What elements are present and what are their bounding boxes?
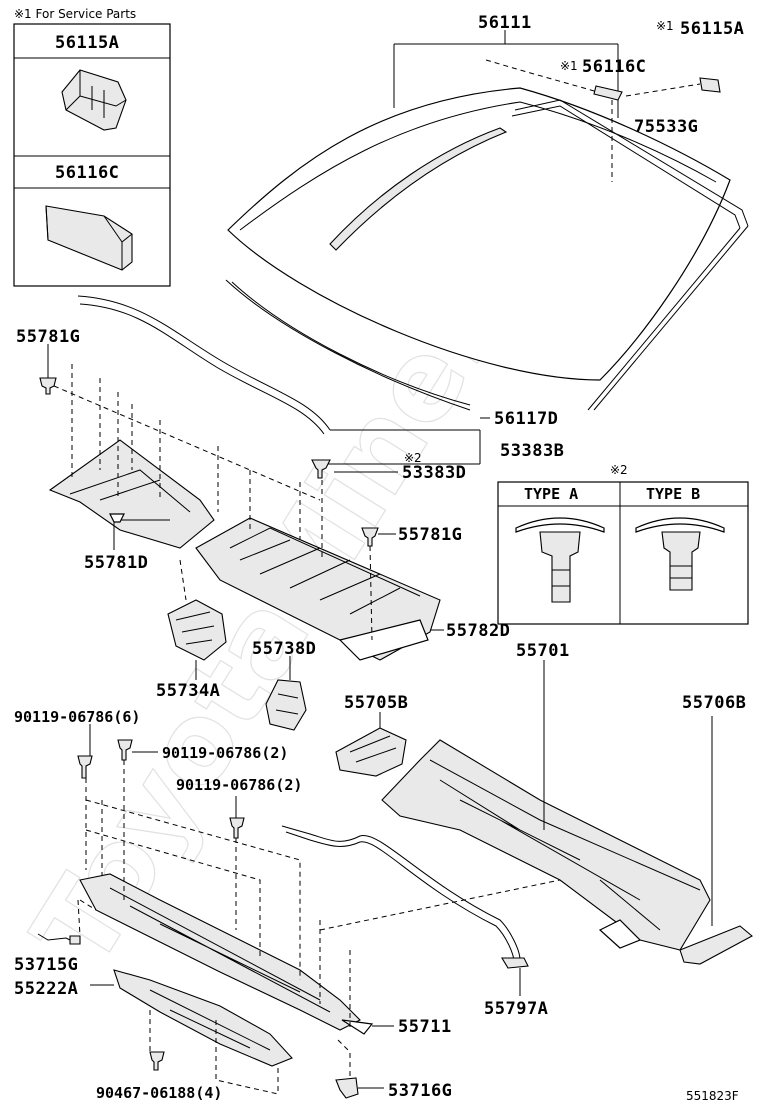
type-note: ※2	[610, 463, 628, 477]
part-label-90119-06786: 90119-06786(6)	[14, 708, 140, 726]
part-label-53383b: 53383B	[500, 441, 564, 461]
dashed-leader	[71, 364, 219, 512]
part-label-53715g: 53715G	[14, 955, 78, 975]
dashed-leader	[85, 799, 301, 980]
part-label-56117d: 56117D	[494, 409, 558, 429]
dashed-leader	[249, 470, 323, 560]
part-label-55706b: 55706B	[682, 693, 746, 713]
part-label-55701: 55701	[516, 641, 570, 661]
panel-55222a	[113, 969, 293, 1067]
clip-53383d	[311, 459, 331, 479]
part-label-55797a: 55797A	[484, 999, 548, 1019]
dashed-leader	[53, 385, 321, 501]
bolt-90119-b	[117, 739, 133, 761]
part-label-75533g: 75533G	[634, 117, 698, 137]
cowl-side-panel-left	[48, 439, 215, 549]
cover-55738d	[265, 679, 307, 731]
part-label-55705b: 55705B	[344, 693, 408, 713]
dashed-leader	[337, 1039, 351, 1078]
part-label-56115a: 56115A	[680, 19, 744, 39]
bolt-90119-c	[229, 817, 245, 839]
figure-id: 551823F	[686, 1089, 739, 1103]
dashed-leader	[149, 1010, 279, 1095]
part-label-55222a: 55222A	[14, 979, 78, 999]
weatherstrip-56117d	[77, 295, 331, 435]
part-label-90467-06188: 90467-06188(4)	[96, 1084, 222, 1102]
part-label-53383d: 53383D	[402, 463, 466, 483]
dashed-leader	[319, 879, 561, 1030]
lower-cowl-55711	[79, 873, 374, 1035]
part-label-53716g: 53716G	[388, 1081, 452, 1101]
cowl-grille-panel	[195, 517, 441, 661]
clip-55781g-top	[39, 377, 57, 395]
service-part-label: 56115A	[55, 33, 119, 53]
clip-56115a	[699, 77, 721, 93]
bracket-55706b	[679, 925, 753, 965]
part-label-55738d: 55738D	[252, 639, 316, 659]
service-note: ※1 For Service Parts	[14, 7, 136, 21]
service-marker: ※1	[560, 59, 578, 73]
bracket-55705b	[335, 727, 407, 777]
service-marker: ※1	[656, 19, 674, 33]
dashed-leader	[85, 760, 237, 930]
dashed-leader	[369, 545, 373, 641]
part-label-55782d: 55782D	[446, 621, 510, 641]
bracket-53716g	[335, 1077, 359, 1099]
type-marker: ※2	[404, 451, 422, 465]
type-b-label: TYPE B	[646, 485, 700, 503]
part-label-55781g: 55781G	[16, 327, 80, 347]
part-label-55781d: 55781D	[84, 553, 148, 573]
dashed-leader	[485, 59, 613, 182]
wire-53715g	[37, 933, 81, 945]
clip-56115a-drawing	[61, 69, 127, 131]
dashed-leader	[625, 83, 701, 97]
type-b-clip-drawing	[635, 517, 725, 591]
rod-55797a	[281, 825, 529, 969]
part-label-90119-06786: 90119-06786(2)	[162, 744, 288, 762]
clip-type-box: ※2 TYPE A TYPE B	[497, 463, 749, 625]
part-label-55711: 55711	[398, 1017, 452, 1037]
clip-55781g-mid	[361, 527, 379, 547]
bolt-90119-a	[77, 755, 93, 779]
part-label-90119-06786: 90119-06786(2)	[176, 776, 302, 794]
bolt-90467	[149, 1051, 165, 1071]
part-label-56116c: 56116C	[582, 57, 646, 77]
service-part-label: 56116C	[55, 163, 119, 183]
service-parts-box: ※1 For Service Parts 56115A 56116C	[13, 7, 171, 287]
part-label-55734a: 55734A	[156, 681, 220, 701]
part-label-56111: 56111	[478, 13, 532, 33]
type-a-label: TYPE A	[524, 485, 578, 503]
part-label-55781g: 55781G	[398, 525, 462, 545]
cowl-top-55701	[381, 739, 711, 951]
dashed-leader	[77, 899, 97, 937]
type-a-clip-drawing	[515, 517, 605, 603]
dashed-leader	[179, 559, 187, 601]
windshield-glass	[225, 87, 749, 411]
clip-56116c	[593, 85, 623, 101]
cover-55734a	[167, 599, 227, 661]
piece-56116c-drawing	[45, 205, 133, 271]
